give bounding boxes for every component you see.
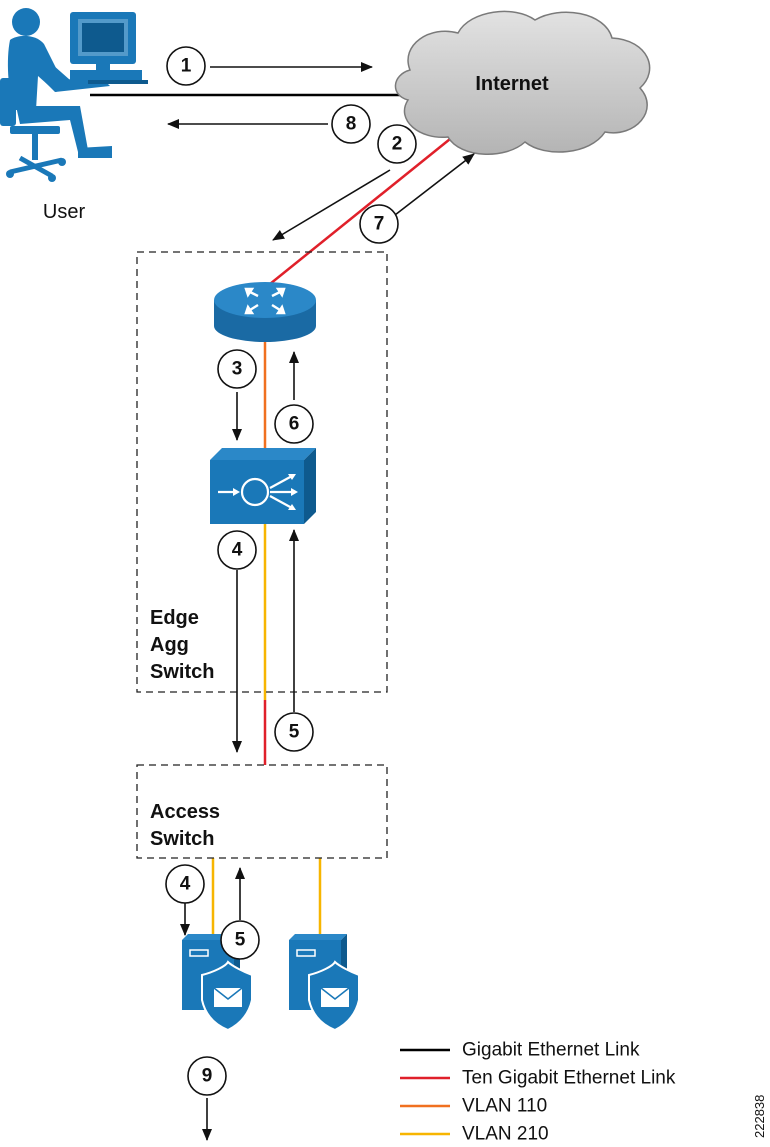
edge-agg-label-3: Switch <box>150 661 214 683</box>
step-number: 3 <box>232 359 243 380</box>
step-number: 8 <box>346 114 357 135</box>
legend-label: Ten Gigabit Ethernet Link <box>462 1068 676 1089</box>
internet-label: Internet <box>475 73 549 95</box>
user-label: User <box>43 201 86 223</box>
step-number: 7 <box>374 214 385 235</box>
router-icon <box>214 282 316 342</box>
email-security-appliance-icon <box>289 934 360 1032</box>
step-number: 1 <box>181 56 192 77</box>
ten-gig-link-internet-router <box>264 134 456 289</box>
step-number: 4 <box>232 540 243 561</box>
edge-agg-label-2: Agg <box>150 634 189 656</box>
layer3-switch-icon <box>210 448 316 524</box>
step-number: 6 <box>289 414 300 435</box>
cloud-icon <box>394 10 651 155</box>
access-label-1: Access <box>150 801 220 823</box>
step-number: 4 <box>180 874 191 895</box>
user-workstation-icon <box>0 8 148 182</box>
flow-arrow-7 <box>394 153 475 216</box>
flow-arrow-2 <box>272 169 391 241</box>
figure-id: 222838 <box>752 1095 767 1138</box>
legend: Gigabit Ethernet Link Ten Gigabit Ethern… <box>400 1040 676 1145</box>
access-label-2: Switch <box>150 828 214 850</box>
step-number: 5 <box>235 930 246 951</box>
step-number: 9 <box>202 1066 213 1087</box>
legend-label: VLAN 210 <box>462 1124 549 1145</box>
legend-label: Gigabit Ethernet Link <box>462 1040 640 1061</box>
legend-label: VLAN 110 <box>462 1096 547 1117</box>
access-switch-box <box>136 764 388 859</box>
step-number: 2 <box>392 134 403 155</box>
edge-agg-label-1: Edge <box>150 607 199 629</box>
edge-agg-switch-box <box>136 251 388 693</box>
step-number: 5 <box>289 722 300 743</box>
